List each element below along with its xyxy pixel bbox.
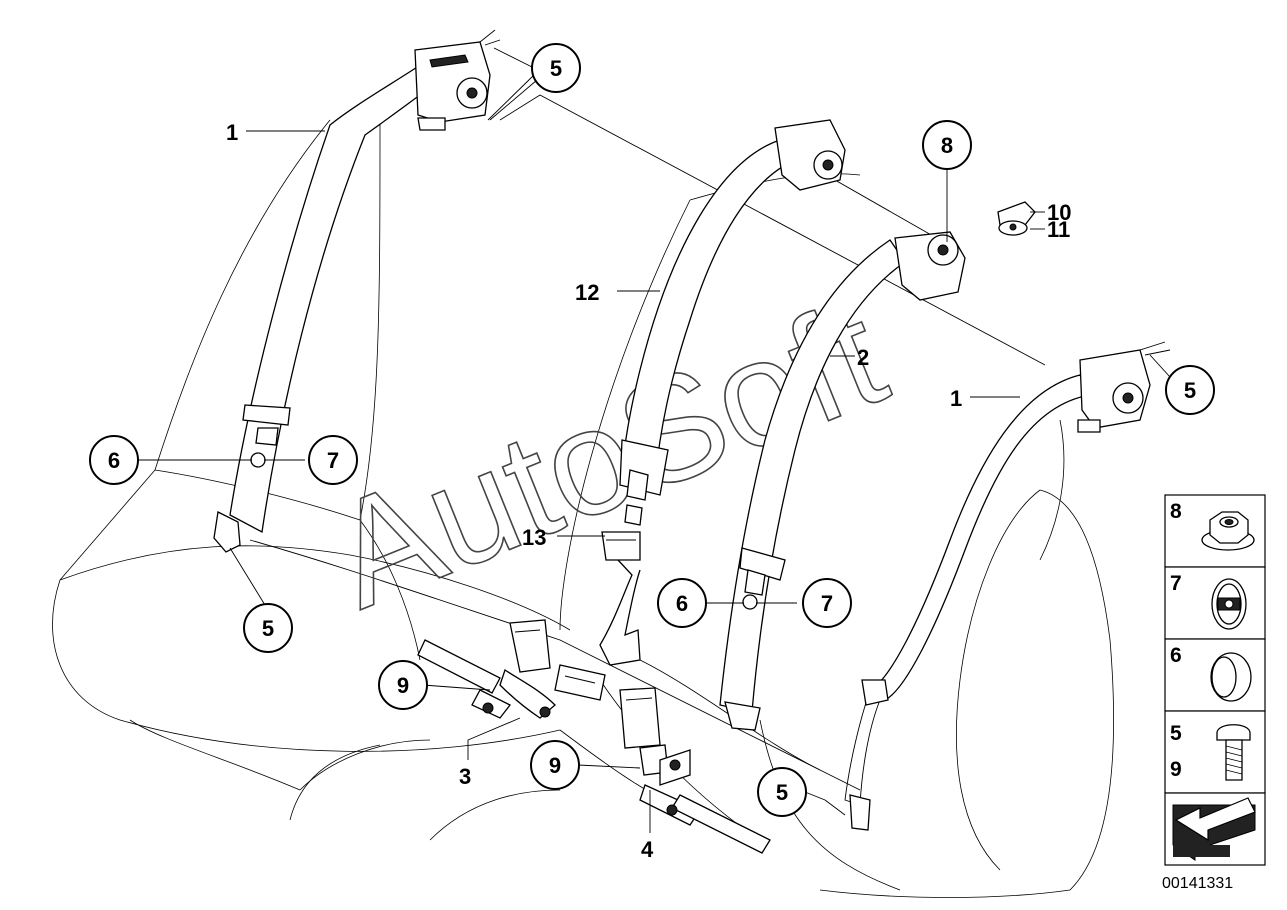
callout-7-left: 7 [308,435,358,485]
label-12: 12 [575,280,599,305]
label-3: 3 [459,764,471,789]
svg-text:6: 6 [676,591,688,616]
callout-5-top: 5 [531,43,581,93]
svg-text:9: 9 [397,673,409,698]
svg-text:8: 8 [941,133,953,158]
right-center-belt [719,231,966,731]
svg-text:7: 7 [327,448,339,473]
label-11: 11 [1047,217,1070,242]
flange-nut-icon [1201,511,1255,551]
center-belt [599,119,846,666]
label-1-left: 1 [226,120,238,145]
callout-5-left: 5 [243,603,293,653]
right-outer-belt [844,341,1171,831]
label-10: 10 [1047,200,1071,225]
callout-9-mid: 9 [530,740,580,790]
buckle-assembly-4 [619,687,771,854]
callouts: 5 8 6 7 5 9 9 6 [89,43,1215,817]
rear-seat-outline [52,119,1115,898]
svg-text:8: 8 [1170,500,1182,523]
svg-text:5: 5 [1184,378,1196,403]
grommet-icon [1211,578,1247,630]
leader-lines [138,47,1171,816]
label-13: 13 [522,525,546,550]
callout-6-left: 6 [89,435,139,485]
bolt-icon [1216,724,1251,781]
arrow-icon [1172,797,1256,861]
svg-text:7: 7 [1170,572,1182,595]
clip-icon [997,201,1036,226]
svg-text:7: 7 [821,591,833,616]
svg-text:6: 6 [108,448,120,473]
svg-text:9: 9 [1170,758,1182,781]
svg-text:5: 5 [262,616,274,641]
callout-5-right: 5 [1165,365,1215,415]
svg-text:5: 5 [776,780,788,805]
diagram-id: 00141331 [1162,875,1233,892]
buckle-assembly-3 [417,619,606,719]
svg-text:5: 5 [550,56,562,81]
callout-6-mid: 6 [657,578,707,628]
part-labels: 1 12 2 1 10 11 13 3 4 [226,120,1071,862]
label-1-right: 1 [950,386,962,411]
parts-side-panel: 8 7 6 5 9 [1162,494,1266,892]
callout-9-left: 9 [378,660,428,710]
svg-text:9: 9 [549,753,561,778]
left-outer-belt [213,29,501,553]
label-4: 4 [641,837,654,862]
small-parts [997,201,1036,236]
callout-5-bottom: 5 [757,767,807,817]
cap-icon [1210,652,1252,702]
side-cell-5-9 [1164,710,1266,794]
svg-text:5: 5 [1170,722,1182,745]
callout-8: 8 [922,120,972,170]
label-2: 2 [857,345,869,370]
callout-7-mid: 7 [802,578,852,628]
svg-text:6: 6 [1170,644,1182,667]
